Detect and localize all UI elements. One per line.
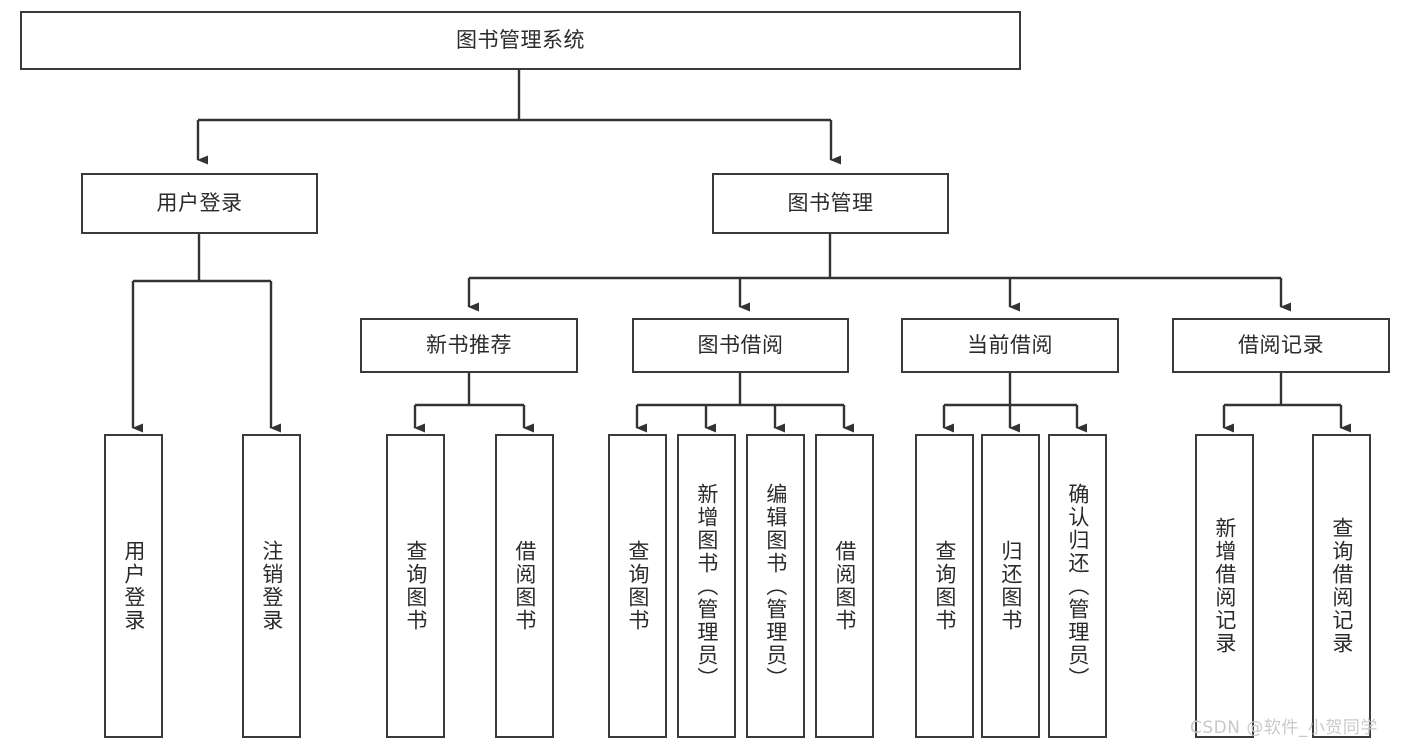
node-leaf-confirm-return-label: 确认归还（管理员） xyxy=(1065,482,1090,690)
node-leaf-borrow-book-1[interactable]: 借阅图书 xyxy=(495,434,554,738)
node-leaf-return-book[interactable]: 归还图书 xyxy=(981,434,1040,738)
node-current-borrow-label: 当前借阅 xyxy=(967,333,1053,358)
node-book-manage-label: 图书管理 xyxy=(787,191,874,216)
node-leaf-add-book-label: 新增图书（管理员） xyxy=(694,482,719,690)
node-leaf-query-book-1[interactable]: 查询图书 xyxy=(386,434,445,738)
node-new-book-recommend-label: 新书推荐 xyxy=(426,333,512,358)
node-borrow-record-label: 借阅记录 xyxy=(1238,333,1324,358)
node-leaf-edit-book[interactable]: 编辑图书（管理员） xyxy=(746,434,805,738)
node-leaf-borrow-book-2-label: 借阅图书 xyxy=(832,540,857,632)
node-leaf-add-record[interactable]: 新增借阅记录 xyxy=(1195,434,1254,738)
node-borrow-record[interactable]: 借阅记录 xyxy=(1172,318,1390,373)
node-book-borrow[interactable]: 图书借阅 xyxy=(632,318,849,373)
node-current-borrow[interactable]: 当前借阅 xyxy=(901,318,1119,373)
node-leaf-confirm-return[interactable]: 确认归还（管理员） xyxy=(1048,434,1107,738)
node-leaf-add-book[interactable]: 新增图书（管理员） xyxy=(677,434,736,738)
node-new-book-recommend[interactable]: 新书推荐 xyxy=(360,318,578,373)
node-leaf-borrow-book-1-label: 借阅图书 xyxy=(512,540,537,632)
csdn-watermark: CSDN @软件_小贺同学 xyxy=(1190,718,1378,738)
node-leaf-add-record-label: 新增借阅记录 xyxy=(1212,517,1237,655)
node-user-login[interactable]: 用户登录 xyxy=(81,173,318,234)
node-leaf-query-book-3[interactable]: 查询图书 xyxy=(915,434,974,738)
node-leaf-logout-login[interactable]: 注销登录 xyxy=(242,434,301,738)
node-leaf-query-book-3-label: 查询图书 xyxy=(932,540,957,632)
node-leaf-user-login[interactable]: 用户登录 xyxy=(104,434,163,738)
node-leaf-user-login-label: 用户登录 xyxy=(121,540,146,632)
node-book-manage[interactable]: 图书管理 xyxy=(712,173,949,234)
node-user-login-label: 用户登录 xyxy=(156,191,243,216)
node-leaf-return-book-label: 归还图书 xyxy=(998,540,1023,632)
node-leaf-query-book-1-label: 查询图书 xyxy=(403,540,428,632)
node-leaf-query-record-label: 查询借阅记录 xyxy=(1329,517,1354,655)
node-leaf-query-book-2[interactable]: 查询图书 xyxy=(608,434,667,738)
node-leaf-query-record[interactable]: 查询借阅记录 xyxy=(1312,434,1371,738)
node-leaf-logout-login-label: 注销登录 xyxy=(259,540,284,632)
node-root-label: 图书管理系统 xyxy=(456,28,585,53)
node-leaf-edit-book-label: 编辑图书（管理员） xyxy=(763,482,788,690)
node-book-borrow-label: 图书借阅 xyxy=(697,333,784,358)
node-leaf-borrow-book-2[interactable]: 借阅图书 xyxy=(815,434,874,738)
node-leaf-query-book-2-label: 查询图书 xyxy=(625,540,650,632)
node-root[interactable]: 图书管理系统 xyxy=(20,11,1021,70)
